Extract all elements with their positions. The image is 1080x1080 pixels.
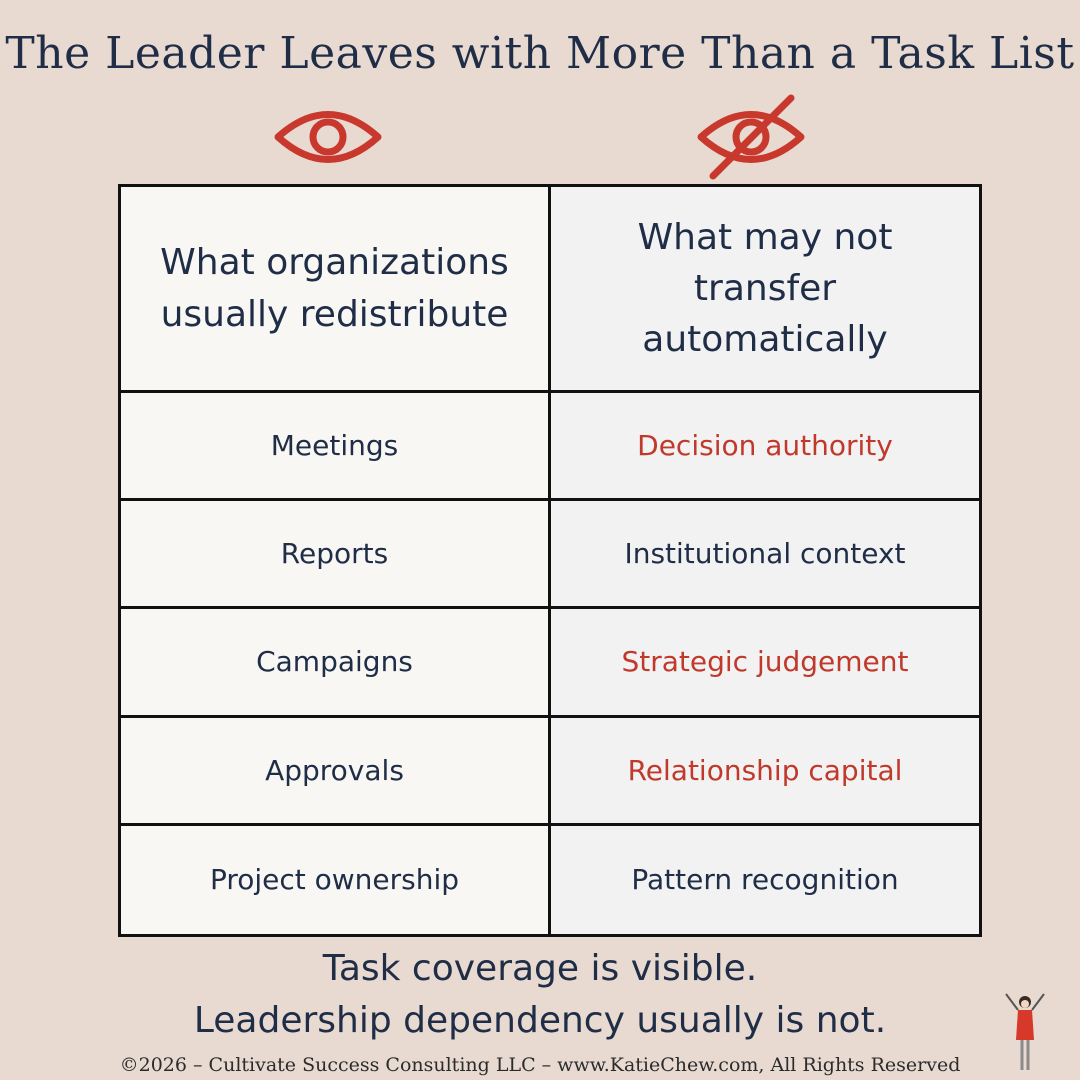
table-cell-left: Reports — [121, 501, 551, 610]
comparison-table: What organizations usually redistribute … — [118, 184, 982, 937]
header-left: What organizations usually redistribute — [121, 187, 551, 393]
mascot-figure-icon — [1005, 993, 1045, 1070]
copyright-notice: ©2026 – Cultivate Success Consulting LLC… — [119, 1054, 961, 1076]
table-cell-right: Institutional context — [551, 501, 979, 610]
table-cell-left: Meetings — [121, 393, 551, 502]
page-title: The Leader Leaves with More Than a Task … — [5, 28, 1075, 79]
header-right: What may not transfer automatically — [551, 187, 979, 393]
table-cell-right: Relationship capital — [551, 717, 979, 826]
footer-line-1: Task coverage is visible. — [322, 948, 758, 989]
table-cell-right: Decision authority — [551, 393, 979, 502]
footer-line-2: Leadership dependency usually is not. — [193, 1000, 887, 1041]
table-cell-left: Approvals — [121, 717, 551, 826]
eye-slash-icon — [697, 94, 805, 180]
table-cell-right: Strategic judgement — [551, 609, 979, 718]
table-cell-left: Project ownership — [121, 825, 551, 934]
table-cell-right: Pattern recognition — [551, 825, 979, 934]
eye-icon — [274, 111, 382, 163]
table-cell-left: Campaigns — [121, 609, 551, 718]
